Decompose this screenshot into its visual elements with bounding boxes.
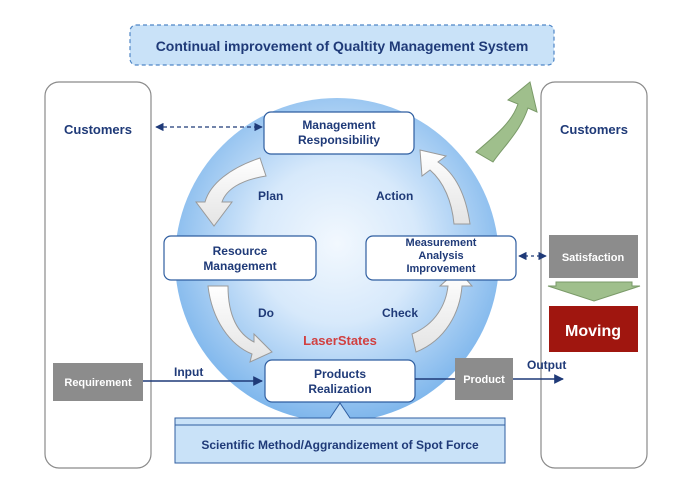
resource-line-2: Management <box>203 259 276 273</box>
requirement-box <box>53 363 143 401</box>
management-line-1: Management <box>302 118 375 132</box>
banner-title: Continual improvement of Qualtity Manage… <box>156 38 529 54</box>
resource-line-1: Resource <box>213 244 268 258</box>
products-line-1: Products <box>314 367 366 381</box>
output-label: Output <box>527 358 566 372</box>
improvement-up-arrow <box>475 81 538 163</box>
products-realization-box <box>264 359 416 403</box>
management-responsibility-box <box>263 111 415 155</box>
do-arrow <box>207 285 273 363</box>
footer-brace <box>174 402 506 425</box>
satisfaction-box <box>549 235 638 278</box>
action-arrow <box>419 149 471 225</box>
product-label: Product <box>463 374 505 386</box>
resource-management-box <box>163 235 317 281</box>
moving-label: Moving <box>565 323 621 340</box>
measurement-line-3: Improvement <box>406 263 475 275</box>
improvement-banner <box>129 24 555 66</box>
left-customers-panel <box>44 81 152 469</box>
product-box <box>455 358 513 400</box>
input-label: Input <box>174 365 203 379</box>
products-line-2: Realization <box>308 382 371 396</box>
plan-arrow <box>195 157 267 227</box>
check-label: Check <box>382 306 418 320</box>
moving-box <box>549 306 638 352</box>
action-label: Action <box>376 189 413 203</box>
laserstates-label: LaserStates <box>303 333 377 348</box>
requirement-label: Requirement <box>64 377 132 389</box>
measurement-box <box>365 235 517 281</box>
satisfaction-label: Satisfaction <box>562 252 625 264</box>
satisfaction-down-arrow <box>547 281 641 302</box>
measurement-line-1: Measurement <box>406 237 477 249</box>
footer-title: Scientific Method/Aggrandizement of Spot… <box>201 438 479 452</box>
plan-label: Plan <box>258 189 283 203</box>
management-line-2: Responsibility <box>298 133 380 147</box>
left-customers-title: Customers <box>64 122 132 137</box>
footer-box <box>174 424 506 464</box>
do-label: Do <box>258 306 274 320</box>
measurement-line-2: Analysis <box>418 250 463 262</box>
right-customers-title: Customers <box>560 122 628 137</box>
